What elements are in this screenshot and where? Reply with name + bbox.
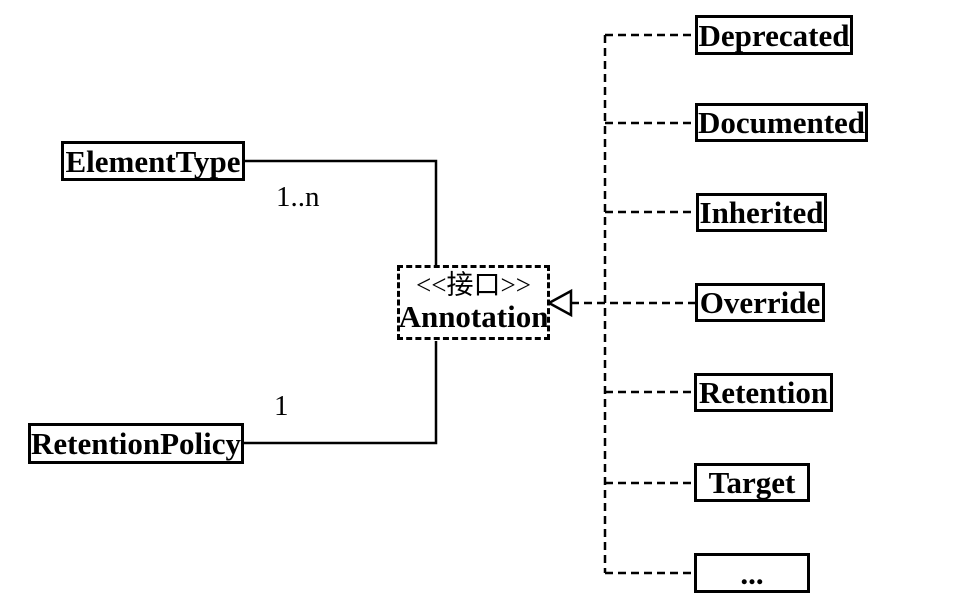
- class-box-retentionpolicy: RetentionPolicy: [28, 423, 244, 464]
- interface-name: Annotation: [398, 298, 549, 334]
- class-box-elementtype: ElementType: [61, 141, 245, 181]
- multiplicity-label-elementtype: 1..n: [276, 181, 320, 213]
- annotation-box-inherited: Inherited: [696, 193, 827, 232]
- interface-stereotype: <<接口>>: [416, 270, 531, 301]
- annotation-box-deprecated: Deprecated: [695, 15, 853, 55]
- elementtype-association-line: [245, 159, 438, 266]
- annotation-box-ellipsis: ...: [694, 553, 810, 593]
- annotation-box-target: Target: [694, 463, 810, 502]
- realization-arrowhead-icon: [546, 288, 573, 318]
- annotation-box-retention: Retention: [694, 373, 833, 412]
- multiplicity-label-retentionpolicy: 1: [274, 390, 289, 422]
- retentionpolicy-association-line: [244, 341, 438, 445]
- annotation-box-override: Override: [695, 283, 825, 322]
- annotation-box-documented: Documented: [695, 103, 868, 142]
- interface-box-annotation: <<接口>> Annotation: [397, 265, 550, 340]
